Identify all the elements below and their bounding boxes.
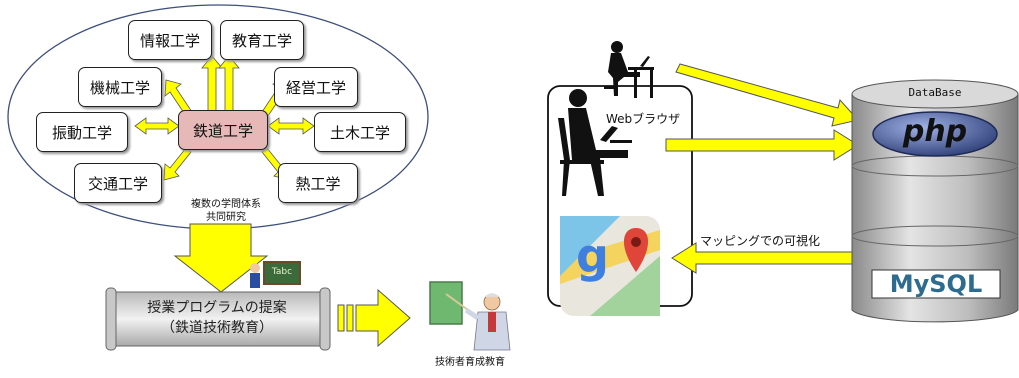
research-label-line-1: 複数の学問体系 — [191, 199, 261, 210]
discipline-box-traffic: 交通工学 — [74, 163, 162, 203]
program-line-1: 授業プログラムの提案 — [147, 300, 287, 316]
teacher-icon — [429, 281, 511, 351]
visualization-label: マッピングでの可視化 — [700, 234, 821, 248]
svg-text:g: g — [576, 229, 609, 283]
discipline-box-vib: 振動工学 — [36, 112, 128, 152]
mysql-logo: MySQL — [889, 270, 983, 298]
php-logo: php — [902, 114, 968, 149]
database-cylinder — [851, 79, 1019, 323]
program-scroll — [105, 287, 331, 351]
user-chair-icon — [558, 89, 632, 196]
discipline-box-mech: 機械工学 — [78, 67, 162, 107]
education-arrow — [337, 288, 411, 348]
discipline-box-mgmt: 経営工学 — [274, 67, 358, 107]
program-line-2: （鉄道技術教育） — [161, 320, 273, 336]
discipline-box-center: 鉄道工学 — [178, 110, 268, 150]
google-maps-icon: g — [560, 216, 660, 316]
program-text: 授業プログラムの提案 （鉄道技術教育） — [112, 298, 322, 338]
blackboard-text: Tabc — [271, 267, 293, 277]
user-desk-icon — [604, 41, 654, 98]
discipline-box-edu: 教育工学 — [220, 20, 304, 60]
database-label: DataBase — [908, 86, 962, 99]
discipline-box-civil: 土木工学 — [314, 112, 406, 152]
research-label-line-2: 共同研究 — [206, 212, 246, 223]
research-label: 複数の学問体系 共同研究 — [176, 198, 276, 224]
discipline-box-info: 情報工学 — [128, 20, 212, 60]
down-arrow — [173, 223, 269, 293]
discipline-box-heat: 熱工学 — [278, 163, 358, 203]
teacher-blackboard-icon — [250, 261, 301, 288]
education-label: 技術者育成教育 — [435, 357, 505, 368]
browser-label: Webブラウザ — [606, 112, 681, 126]
